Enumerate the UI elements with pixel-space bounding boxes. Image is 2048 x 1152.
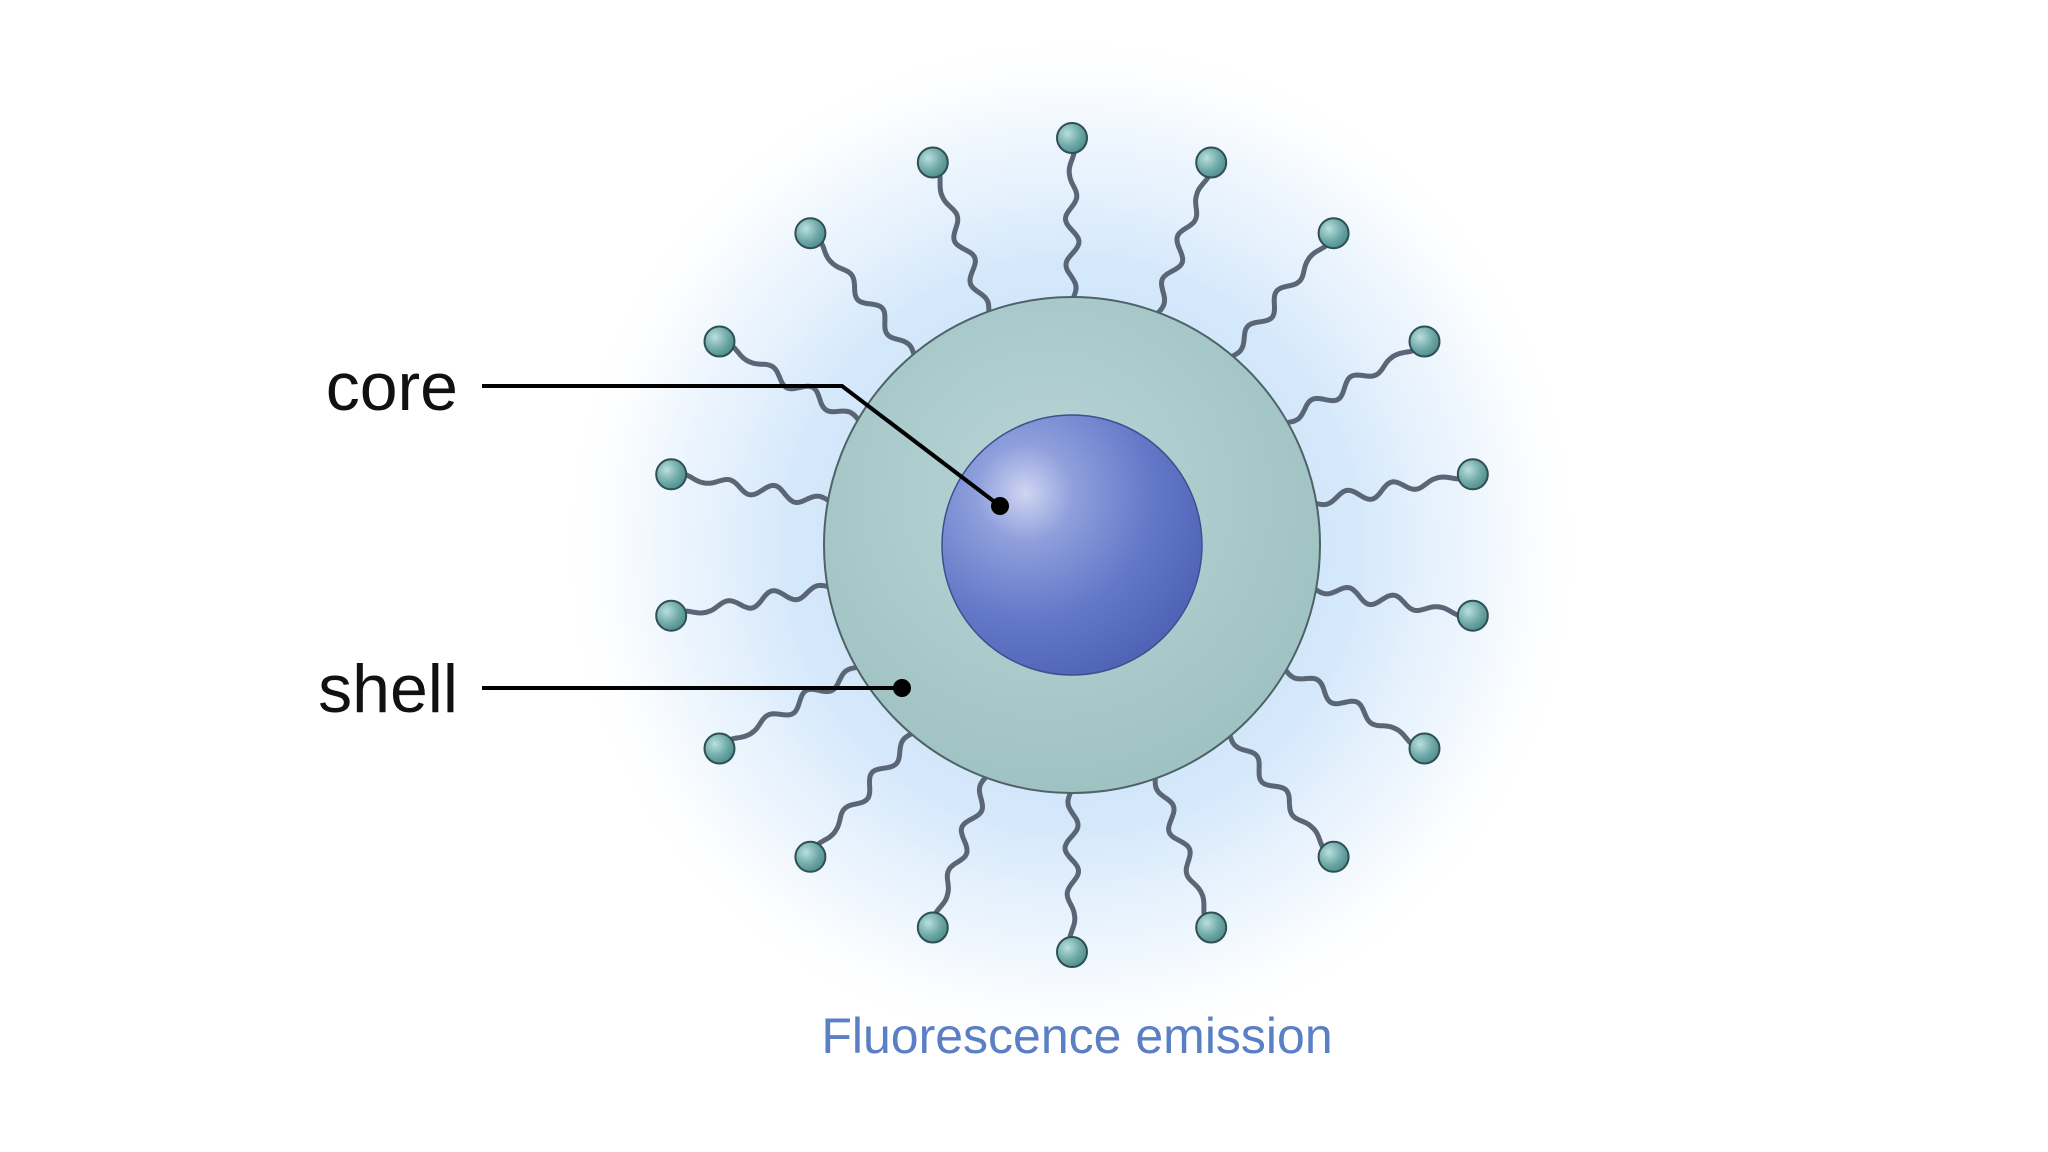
ligand-head — [1456, 458, 1489, 491]
ligand-chain — [931, 771, 991, 918]
core-sphere — [941, 414, 1203, 676]
ligand-head — [703, 732, 736, 765]
ligand-chain — [1309, 584, 1463, 619]
ligand-chain — [1226, 241, 1331, 361]
ligand-chain — [1062, 786, 1082, 943]
ligand-head — [1408, 732, 1441, 765]
fluorescence-caption: Fluorescence emission — [821, 1008, 1332, 1064]
ligand-chain — [1062, 147, 1082, 304]
shell-label: shell — [318, 651, 458, 727]
ligand-chain — [680, 582, 835, 616]
ligand-chain — [681, 471, 835, 506]
ligand-head — [1195, 146, 1228, 179]
ligand-head — [1195, 911, 1228, 944]
ligand-head — [916, 146, 949, 179]
ligand-chain — [813, 729, 918, 849]
shell-leader-dot — [893, 679, 911, 697]
ligand-chain — [726, 664, 864, 743]
ligand-head — [794, 217, 827, 250]
ligand-head — [1317, 840, 1350, 873]
ligand-head — [703, 325, 736, 358]
ligand-head — [655, 458, 688, 491]
ligand-head — [1317, 217, 1350, 250]
core-leader-line — [482, 384, 1002, 508]
ligand-chain — [1152, 771, 1208, 920]
ligand-chain — [1153, 172, 1213, 319]
ligand-chain — [1309, 474, 1464, 508]
core-leader-dot — [991, 497, 1009, 515]
ligand-chain — [817, 238, 918, 361]
ligand-chain — [728, 342, 864, 426]
ligand-chain — [1226, 729, 1327, 852]
ligand-chain — [1280, 347, 1418, 426]
ligand-chain — [1280, 664, 1416, 748]
ligand-head — [794, 840, 827, 873]
ligand-layer — [655, 122, 1489, 968]
ligand-head — [1056, 122, 1088, 154]
ligand-head — [1456, 599, 1489, 632]
ligand-head — [655, 599, 688, 632]
ligand-head — [1056, 936, 1088, 968]
ligand-head — [916, 911, 949, 944]
ligand-chain — [936, 170, 992, 319]
ligand-head — [1408, 325, 1441, 358]
core-label: core — [326, 349, 458, 425]
